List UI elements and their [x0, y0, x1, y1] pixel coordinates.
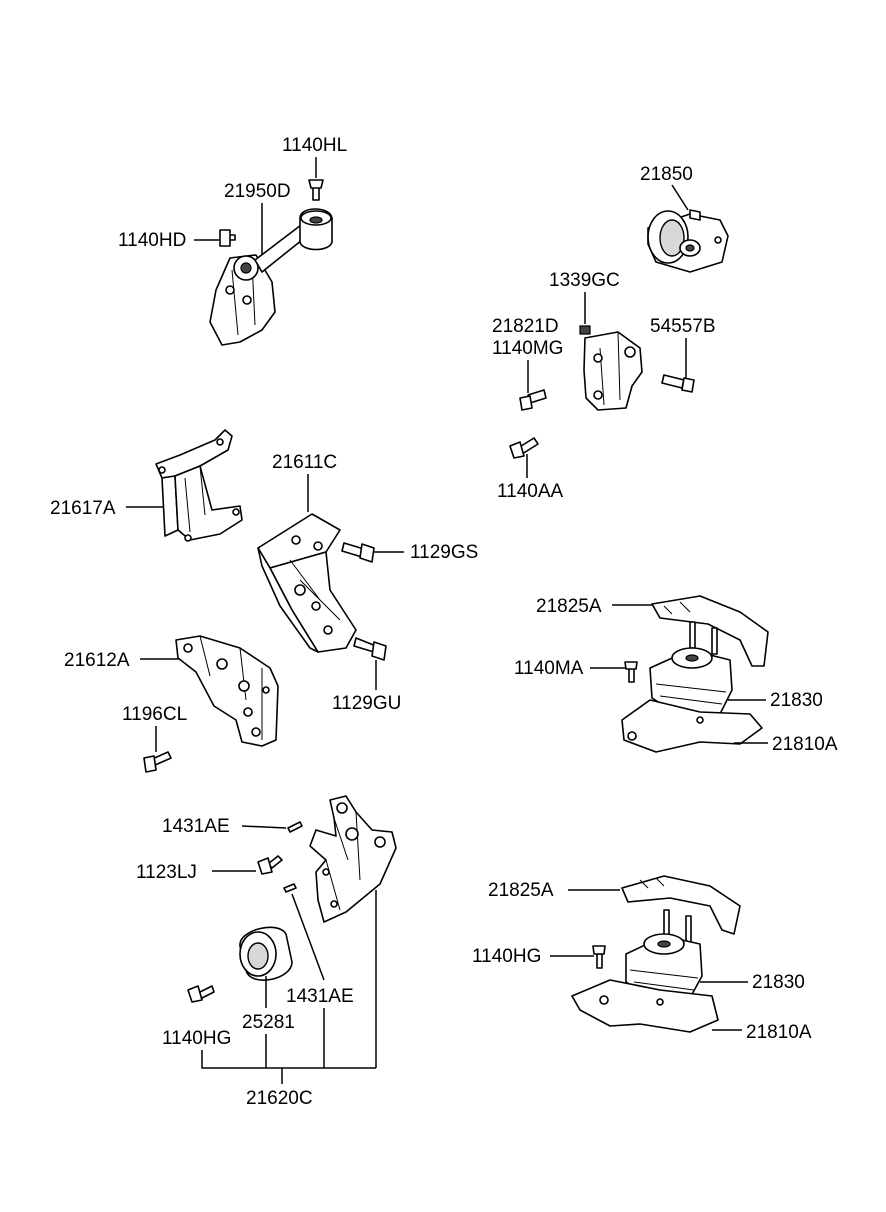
label-1129GU: 1129GU [332, 693, 401, 714]
label-21825A-lower: 21825A [488, 880, 554, 901]
label-21620C: 21620C [246, 1088, 313, 1109]
bolt-1140HG-right [592, 945, 606, 969]
label-21850: 21850 [640, 164, 693, 185]
label-21830-lower: 21830 [752, 972, 805, 993]
label-21950D: 21950D [224, 181, 291, 202]
bushing-25281 [239, 926, 293, 981]
label-21810A-lower: 21810A [746, 1022, 812, 1043]
bracket-21612A [175, 635, 279, 747]
bolt-1123LJ [257, 855, 283, 875]
bracket-21821D [579, 325, 643, 411]
bracket-21617A [155, 429, 243, 542]
label-21617A: 21617A [50, 498, 116, 519]
label-1140HD: 1140HD [118, 230, 186, 251]
torque-rod-bracket-assembly [209, 179, 333, 346]
label-1140MG: 1140MG [492, 338, 563, 359]
label-25281: 25281 [242, 1012, 295, 1033]
label-1140HG-left: 1140HG [162, 1028, 231, 1049]
label-21825A-upper: 21825A [536, 596, 602, 617]
label-1140AA: 1140AA [497, 481, 564, 502]
bolt-1140MA [624, 661, 638, 683]
label-1431AE-mid: 1431AE [286, 986, 354, 1007]
bolt-54557B [661, 374, 695, 393]
mount-assembly-upper [621, 595, 769, 753]
label-1431AE-top: 1431AE [162, 816, 230, 837]
label-54557B: 54557B [650, 316, 716, 337]
label-21830-upper: 21830 [770, 690, 823, 711]
mount-assembly-21620C [187, 795, 397, 1003]
label-1123LJ: 1123LJ [136, 862, 197, 883]
bolt-1129GU [353, 637, 387, 661]
label-1140MA: 1140MA [514, 658, 584, 679]
label-1196CL: 1196CL [122, 704, 187, 725]
label-21612A: 21612A [64, 650, 130, 671]
label-21810A-upper: 21810A [772, 734, 838, 755]
label-1339GC: 1339GC [549, 270, 620, 291]
bolt-1140HG-left [187, 985, 215, 1003]
label-1140HG-right: 1140HG [472, 946, 541, 967]
label-21611C: 21611C [272, 452, 337, 473]
engine-mount-21850 [647, 209, 729, 273]
bolt-1140MG [519, 389, 547, 411]
bracket-21611C [257, 513, 357, 653]
bolt-1140AA [509, 437, 539, 459]
label-21821D: 21821D [492, 316, 559, 337]
bolt-1196CL [143, 751, 172, 773]
label-1129GS: 1129GS [410, 542, 478, 563]
mount-assembly-lower [571, 875, 741, 1033]
bolt-1129GS [341, 542, 375, 563]
label-1140HL: 1140HL [282, 135, 347, 156]
